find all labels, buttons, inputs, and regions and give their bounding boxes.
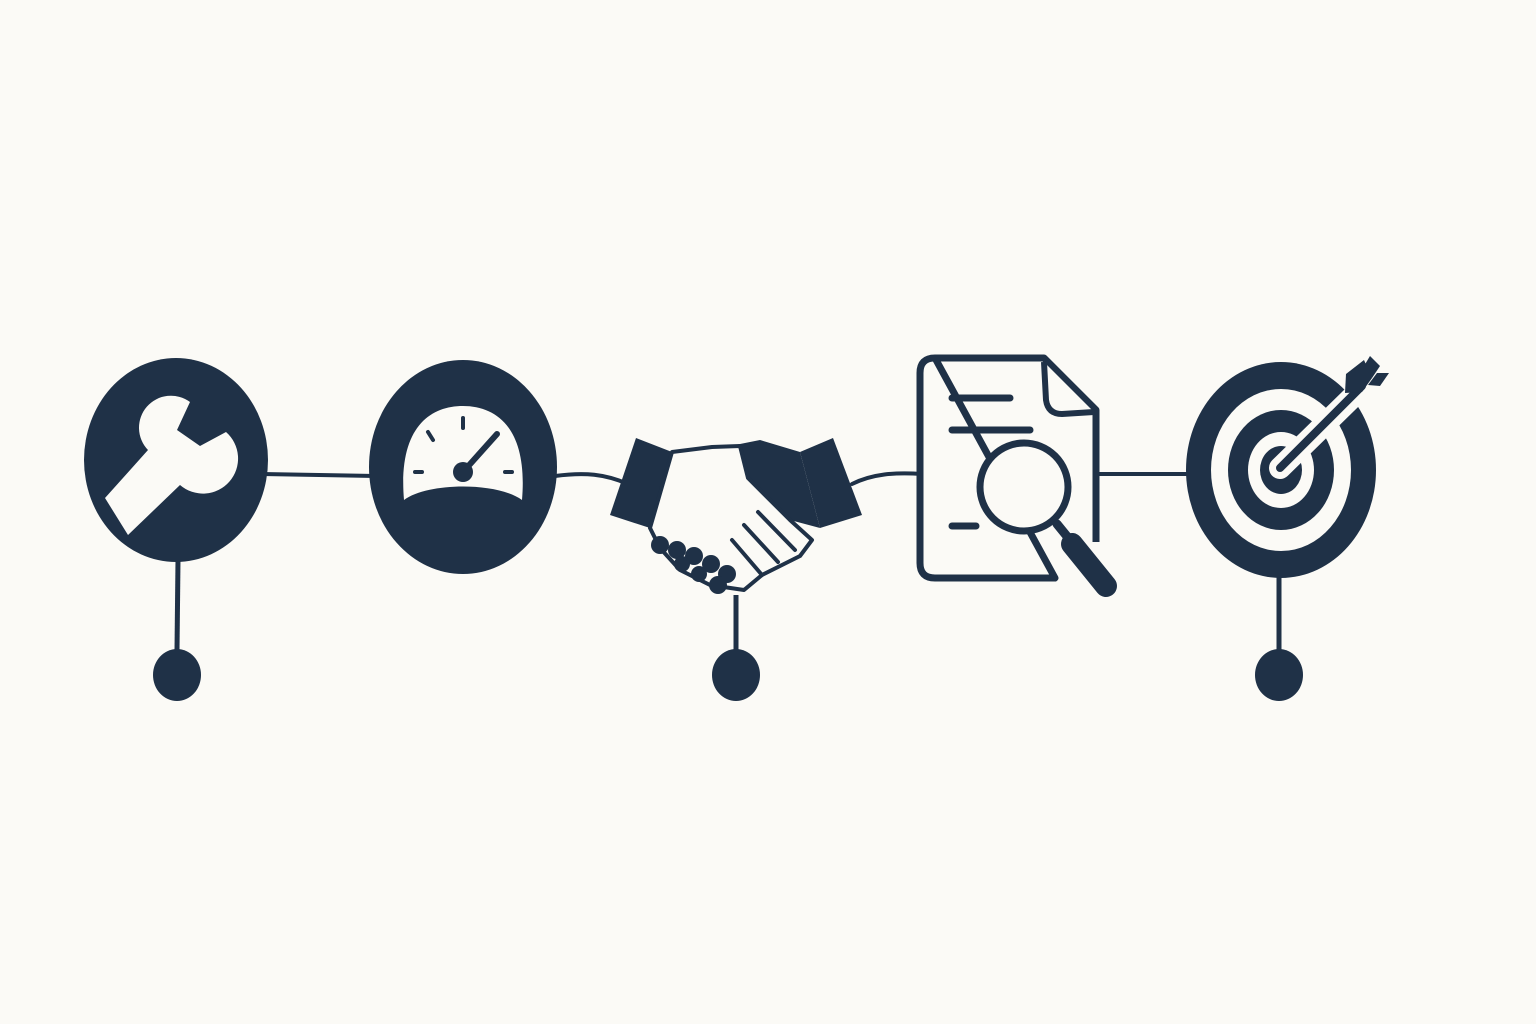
milestone-marker — [153, 559, 201, 701]
document-search-icon — [916, 354, 1117, 597]
speedometer-icon — [369, 360, 557, 574]
timeline-connector — [260, 471, 1188, 486]
milestone-marker — [712, 595, 760, 701]
milestone-marker — [1255, 575, 1303, 701]
target-arrow-icon — [1186, 356, 1389, 578]
handshake-icon — [610, 438, 862, 594]
wrench-icon — [84, 358, 268, 562]
milestone-markers — [153, 559, 1303, 701]
